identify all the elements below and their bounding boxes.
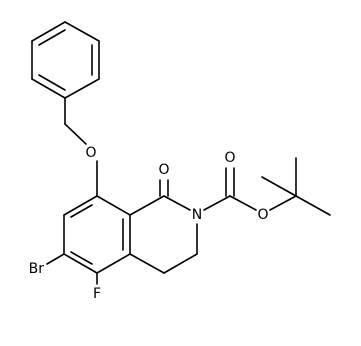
- bond: [129, 253, 165, 274]
- bond: [229, 195, 257, 211]
- nitrogen-label: N: [192, 207, 202, 223]
- bond: [63, 195, 98, 216]
- bond: [64, 78, 100, 99]
- bond: [163, 253, 198, 274]
- oxygen-carbamate-carbonyl-label: O: [224, 150, 235, 166]
- bond: [96, 195, 131, 216]
- bond: [46, 253, 65, 265]
- aromatic-inner-bond: [38, 74, 66, 91]
- bond: [203, 195, 231, 211]
- bond: [163, 195, 191, 211]
- bond: [64, 123, 87, 145]
- aromatic-inner-bond: [70, 251, 93, 265]
- bond: [295, 195, 331, 216]
- benzyl-group: [31, 21, 100, 145]
- isoquinolinone-core: [46, 160, 198, 285]
- bond: [96, 253, 131, 274]
- bond: [269, 195, 297, 211]
- boc-group: [203, 157, 331, 216]
- bond: [129, 195, 165, 216]
- bond: [64, 21, 100, 42]
- oxygen-ether-label: O: [85, 145, 96, 161]
- oxygen-lactam-carbonyl-label: O: [158, 162, 169, 178]
- bromine-label: Br: [29, 261, 45, 277]
- aromatic-inner-bond: [70, 204, 93, 218]
- bond: [261, 176, 297, 197]
- bond: [31, 21, 66, 42]
- bond: [31, 78, 66, 99]
- bond: [63, 253, 98, 274]
- oxygen-carbamate-ester-label: O: [257, 207, 268, 223]
- fluorine-label: F: [93, 286, 101, 302]
- aromatic-inner-bond: [38, 29, 66, 46]
